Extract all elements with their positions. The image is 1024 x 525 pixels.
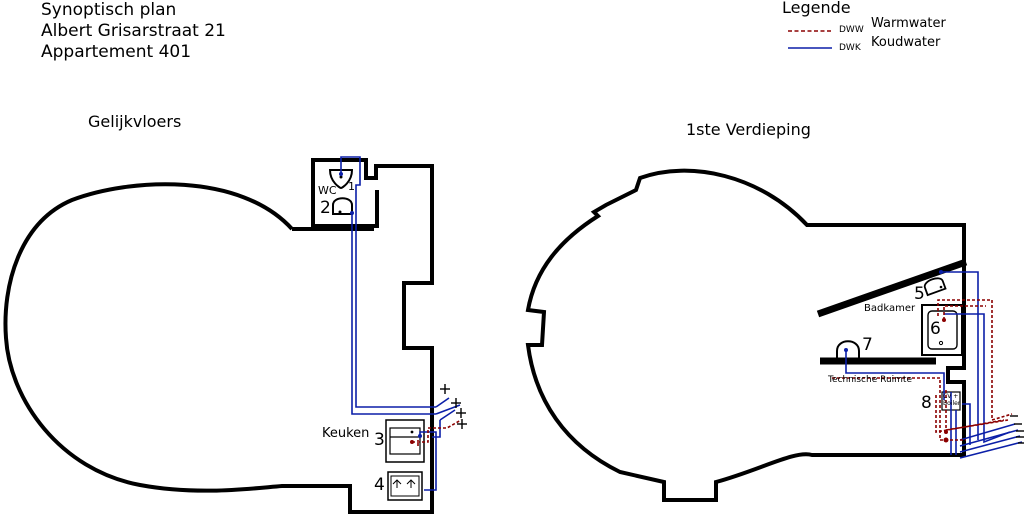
first-floor-title: 1ste Verdieping <box>686 120 811 139</box>
technical-room-label: Technische Ruimte <box>828 375 912 385</box>
toilet-icon <box>332 197 353 215</box>
legend-code-cold: DWK <box>839 43 861 53</box>
fixture-2-label: 2 <box>320 198 331 218</box>
address: Albert Grisarstraat 21 <box>41 21 226 41</box>
technical-sink-icon <box>836 340 860 360</box>
bathtub-icon <box>921 304 963 356</box>
fixture-3-label: 3 <box>374 430 385 450</box>
fixture-7-label: 7 <box>862 335 873 355</box>
kitchen-sink-icon <box>385 419 425 463</box>
wc-sink-icon <box>328 169 354 190</box>
legend-label-hot: Warmwater <box>871 16 946 31</box>
bathroom-toilet-icon <box>924 277 947 297</box>
plan-title: Synoptisch plan <box>41 0 177 20</box>
fixture-1-label: 1 <box>348 180 355 193</box>
apartment: Appartement 401 <box>41 42 192 62</box>
fixture-4-label: 4 <box>374 475 385 495</box>
fixture-6-label: 6 <box>930 319 941 339</box>
bathroom-label: Badkamer <box>864 303 916 314</box>
legend-label-cold: Koudwater <box>871 35 941 50</box>
fixture-5-label: 5 <box>914 284 925 304</box>
dishwasher-icon <box>387 471 423 501</box>
ground-hot-pipes <box>412 419 462 446</box>
wc-label: WC <box>318 184 337 197</box>
first-floor-walls <box>525 168 966 502</box>
boiler-label: CV + Boiler <box>943 393 961 407</box>
ground-floor-walls <box>3 158 434 514</box>
legend-code-hot: DWW <box>839 25 864 35</box>
kitchen-label: Keuken <box>322 426 370 441</box>
first-cold-pipes <box>845 271 1023 459</box>
fixture-8-label: 8 <box>921 393 932 413</box>
ground-floor-title: Gelijkvloers <box>88 112 182 131</box>
legend-title: Legende <box>782 0 851 17</box>
